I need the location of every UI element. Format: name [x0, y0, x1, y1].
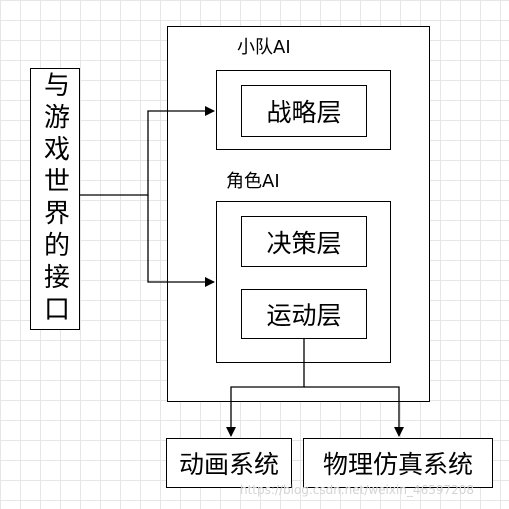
strategy-layer: 战略层	[241, 85, 367, 137]
physics-system-label: 物理仿真系统	[322, 450, 473, 479]
role-ai-title: 角色AI	[226, 171, 280, 192]
motion-layer-label: 运动层	[266, 301, 342, 330]
interface-box: 与游戏世界的接口	[30, 68, 80, 330]
interface-label: 与游戏世界的接口	[39, 71, 70, 327]
physics-system-box: 物理仿真系统	[303, 438, 493, 488]
edge-interface-to-squad	[80, 106, 215, 196]
watermark: https://blog.csdn.net/weixin_46597208	[240, 483, 475, 497]
strategy-layer-label: 战略层	[266, 98, 342, 127]
edge-interface-to-role	[147, 195, 215, 287]
edge-role-to-physics	[304, 386, 404, 437]
squad-ai-title: 小队AI	[237, 37, 291, 58]
decision-layer-label: 决策层	[266, 228, 342, 258]
motion-layer: 运动层	[241, 289, 367, 339]
animation-system-label: 动画系统	[178, 450, 279, 479]
decision-layer: 决策层	[241, 216, 367, 267]
edge-role-to-animation	[226, 339, 305, 437]
animation-system-box: 动画系统	[166, 438, 292, 488]
